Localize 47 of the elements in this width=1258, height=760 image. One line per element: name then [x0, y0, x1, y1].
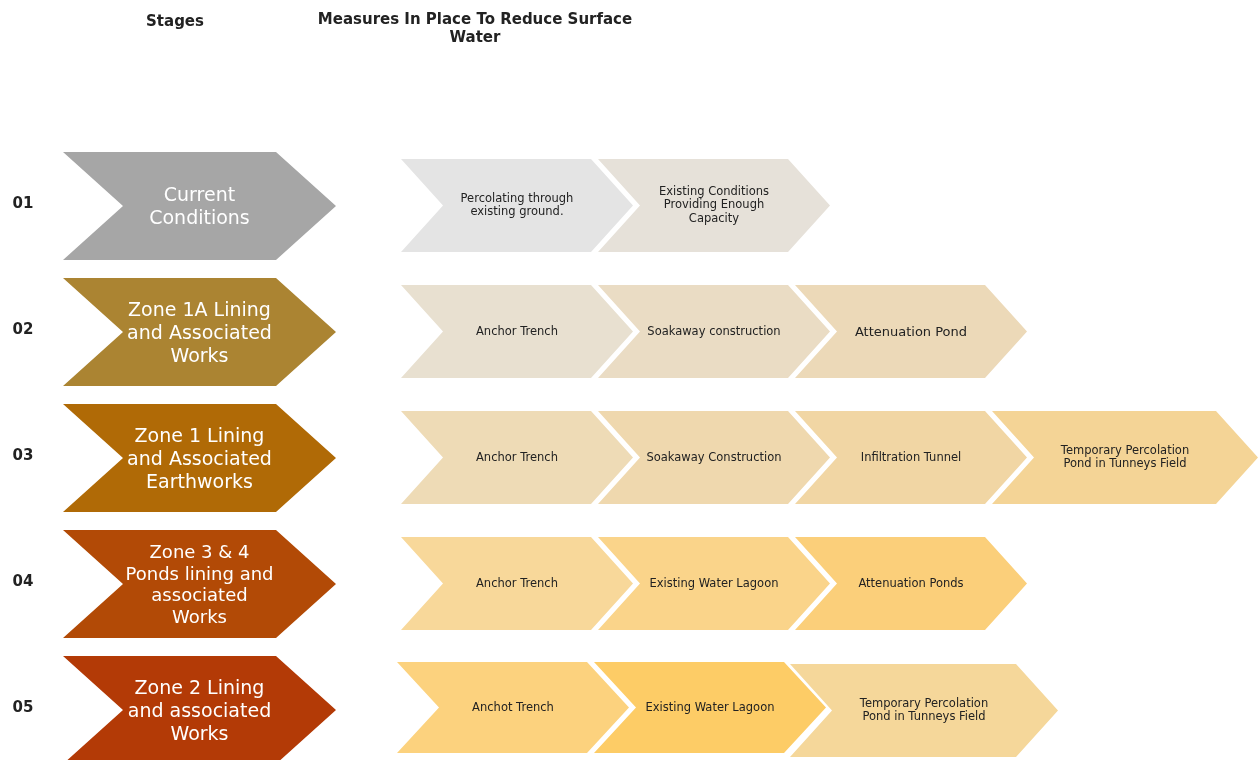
- measure-step-banner: [594, 662, 826, 753]
- stage-label: Zone 1 Lining and Associated Earthworks: [126, 423, 273, 493]
- measure-label: Anchor Trench: [475, 324, 559, 339]
- measure-label: Attenuation Pond: [853, 323, 969, 340]
- stage-banner: [63, 656, 336, 760]
- measure-label: Existing Conditions Providing Enough Capacity: [657, 184, 771, 227]
- measure-step-banner: [598, 537, 830, 630]
- stage-label: Zone 2 Lining and associated Works: [126, 675, 273, 745]
- stage-header: Stages: [145, 12, 205, 30]
- stage-banner: [63, 278, 336, 386]
- measure-step-banner: [401, 285, 633, 378]
- measure-label: Percolating through existing ground.: [459, 191, 575, 220]
- stage-banner: [63, 404, 336, 512]
- measure-label: Existing Water Lagoon: [648, 576, 780, 591]
- measure-label: Infiltration Tunnel: [859, 450, 963, 465]
- measure-step-banner: [397, 662, 629, 753]
- measure-step-banner: [795, 537, 1027, 630]
- measure-step-banner: [992, 411, 1258, 504]
- measure-label: Attenuation Ponds: [857, 576, 965, 591]
- measure-label: Temporary Percolation Pond in Tunneys Field: [1059, 443, 1191, 472]
- stage-banner: [63, 152, 336, 260]
- column-header: Measures In Place To Reduce Surface Water: [316, 10, 634, 46]
- measure-step-banner: [401, 537, 633, 630]
- measure-label: Temporary Percolation Pond in Tunneys Field: [858, 696, 990, 725]
- measure-label: Soakaway construction: [646, 324, 782, 339]
- stage-banner: [63, 530, 336, 638]
- measure-step-banner: [598, 285, 830, 378]
- measure-step-banner: [795, 285, 1027, 378]
- measure-step-banner: [598, 159, 830, 252]
- row-number: 03: [11, 446, 35, 464]
- measure-label: Anchor Trench: [475, 576, 559, 591]
- measure-step-banner: [401, 159, 633, 252]
- measure-label: Anchot Trench: [471, 700, 555, 715]
- measure-label: Soakaway Construction: [645, 450, 783, 465]
- stage-label: Zone 3 & 4 Ponds lining and associated Works: [124, 540, 275, 628]
- measure-step-banner: [790, 664, 1058, 757]
- row-number: 02: [11, 320, 35, 338]
- row-number: 04: [11, 572, 35, 590]
- measure-step-banner: [598, 411, 830, 504]
- measure-step-banner: [401, 411, 633, 504]
- row-number: 01: [11, 194, 35, 212]
- row-number: 05: [11, 698, 35, 716]
- stage-label: Current Conditions: [148, 183, 251, 229]
- measure-label: Existing Water Lagoon: [644, 700, 776, 715]
- measure-step-banner: [795, 411, 1027, 504]
- measure-label: Anchor Trench: [475, 450, 559, 465]
- stage-label: Zone 1A Lining and Associated Works: [126, 297, 273, 367]
